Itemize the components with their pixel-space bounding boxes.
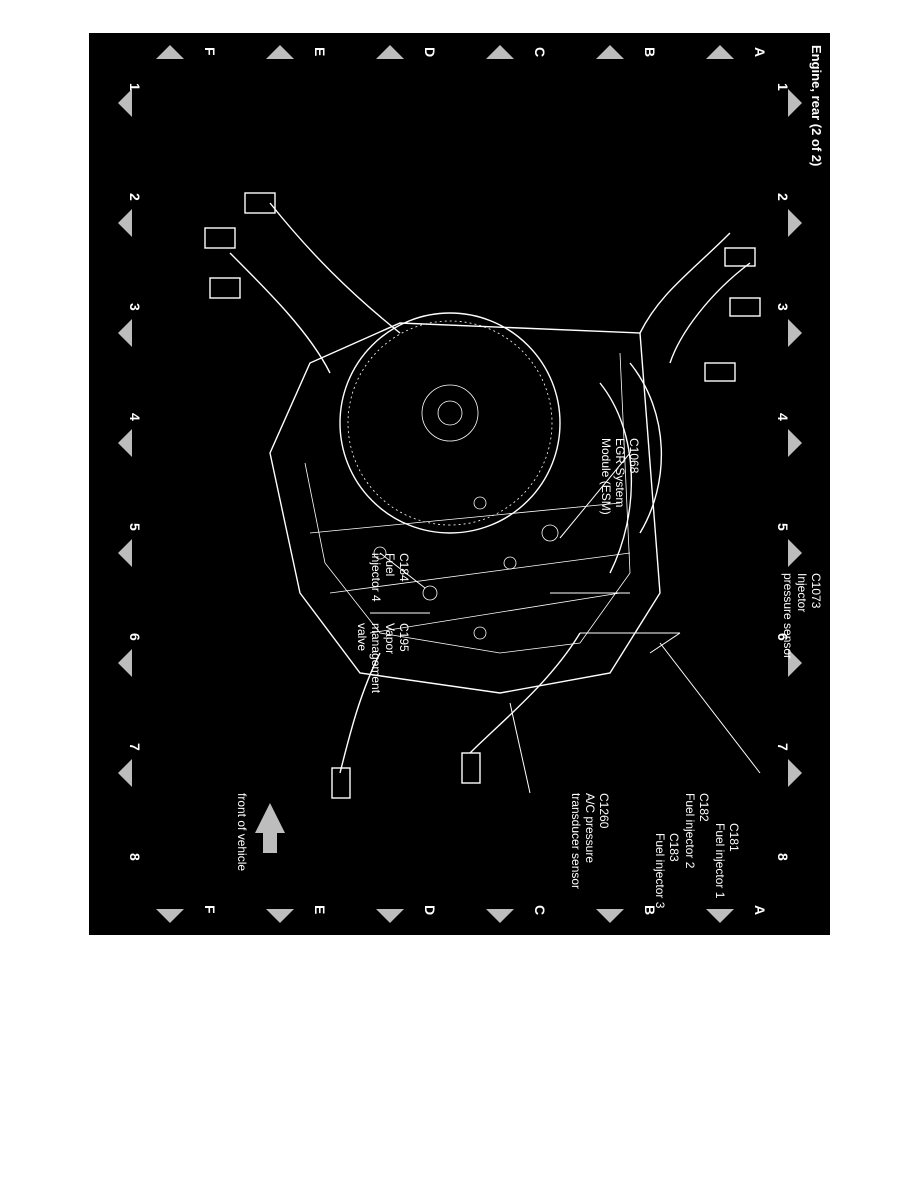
engine-diagram: Engine, rear (2 of 2) [118, 45, 824, 923]
callout-c183: C183 Fuel injector 3 [653, 833, 681, 909]
callout-leaders [370, 452, 761, 794]
svg-text:E: E [312, 905, 328, 914]
svg-text:C181: C181 [727, 823, 741, 852]
svg-text:C1260: C1260 [597, 793, 611, 829]
svg-text:Injector: Injector [795, 573, 809, 612]
svg-text:7: 7 [775, 743, 791, 751]
svg-text:A/C pressure: A/C pressure [583, 793, 597, 863]
svg-text:C: C [532, 905, 548, 915]
grid-numbers-bottom: 1 2 3 4 5 6 7 8 [127, 83, 143, 861]
svg-text:4: 4 [775, 413, 791, 421]
svg-text:2: 2 [775, 193, 791, 201]
svg-text:Fuel injector 2: Fuel injector 2 [683, 793, 697, 869]
wiring-diagram-frame: Engine, rear (2 of 2) [89, 33, 830, 935]
front-of-vehicle-label: front of vehicle [235, 793, 249, 871]
svg-text:4: 4 [127, 413, 143, 421]
svg-text:7: 7 [127, 743, 143, 751]
engine-illustration [204, 192, 761, 799]
grid-markers [118, 45, 802, 923]
svg-text:F: F [202, 905, 218, 914]
svg-text:3: 3 [127, 303, 143, 311]
callout-c195: C195 Vapor management valve [355, 623, 411, 694]
svg-text:Fuel injector 1: Fuel injector 1 [713, 823, 727, 899]
svg-text:F: F [202, 47, 218, 56]
svg-text:Vapor: Vapor [383, 623, 397, 654]
callout-c1260: C1260 A/C pressure transducer sensor [569, 793, 611, 889]
svg-text:5: 5 [127, 523, 143, 531]
grid-letters-right: A B C D E F [202, 905, 768, 915]
svg-text:Fuel injector 3: Fuel injector 3 [653, 833, 667, 909]
svg-text:injector 4: injector 4 [369, 553, 383, 602]
svg-text:C195: C195 [397, 623, 411, 652]
diagram-title: Engine, rear (2 of 2) [809, 45, 824, 166]
svg-text:B: B [642, 47, 658, 57]
callout-c182: C182 Fuel injector 2 [683, 793, 711, 869]
svg-text:8: 8 [775, 853, 791, 861]
svg-text:C: C [532, 47, 548, 57]
svg-text:A: A [752, 905, 768, 915]
callout-c181: C181 Fuel injector 1 [713, 823, 741, 899]
svg-text:1: 1 [127, 83, 143, 91]
svg-text:3: 3 [775, 303, 791, 311]
svg-text:pressure sensor: pressure sensor [781, 573, 795, 659]
svg-text:6: 6 [127, 633, 143, 641]
svg-text:2: 2 [127, 193, 143, 201]
svg-text:Module (ESM): Module (ESM) [599, 438, 613, 515]
svg-text:C1068: C1068 [627, 438, 641, 474]
svg-text:C183: C183 [667, 833, 681, 862]
svg-text:management: management [369, 623, 383, 694]
svg-text:E: E [312, 47, 328, 56]
svg-text:B: B [642, 905, 658, 915]
svg-text:5: 5 [775, 523, 791, 531]
callout-c1073: C1073 Injector pressure sensor [781, 573, 823, 659]
grid-numbers-top: 1 2 3 4 5 6 7 8 [775, 83, 791, 861]
svg-text:D: D [422, 905, 438, 915]
svg-text:transducer sensor: transducer sensor [569, 793, 583, 889]
svg-text:A: A [752, 47, 768, 57]
callout-c1068: C1068 EGR System Module (ESM) [599, 438, 641, 515]
svg-text:Fuel: Fuel [383, 553, 397, 576]
svg-text:6: 6 [775, 633, 791, 641]
svg-text:1: 1 [775, 83, 791, 91]
svg-text:EGR System: EGR System [613, 438, 627, 507]
svg-text:C1073: C1073 [809, 573, 823, 609]
svg-text:C182: C182 [697, 793, 711, 822]
callout-c184: C184 Fuel injector 4 [369, 553, 411, 602]
svg-text:C184: C184 [397, 553, 411, 582]
svg-text:8: 8 [127, 853, 143, 861]
front-of-vehicle-arrow-icon [255, 803, 285, 853]
grid-letters-left: A B C D E F [202, 47, 768, 57]
svg-text:D: D [422, 47, 438, 57]
svg-text:valve: valve [355, 623, 369, 651]
